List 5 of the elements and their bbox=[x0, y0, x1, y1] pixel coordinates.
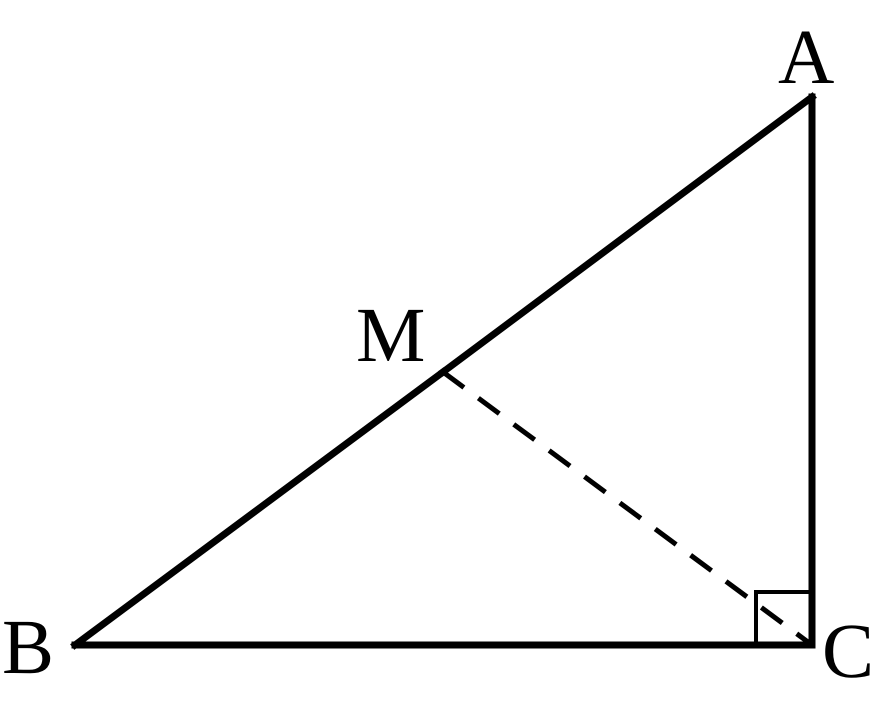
line-segment bbox=[440, 94, 816, 376]
vertex-label: M bbox=[356, 296, 426, 374]
vertex-label: A bbox=[778, 18, 834, 96]
vertex-label: B bbox=[2, 608, 54, 686]
vertex-label: C bbox=[822, 612, 874, 690]
